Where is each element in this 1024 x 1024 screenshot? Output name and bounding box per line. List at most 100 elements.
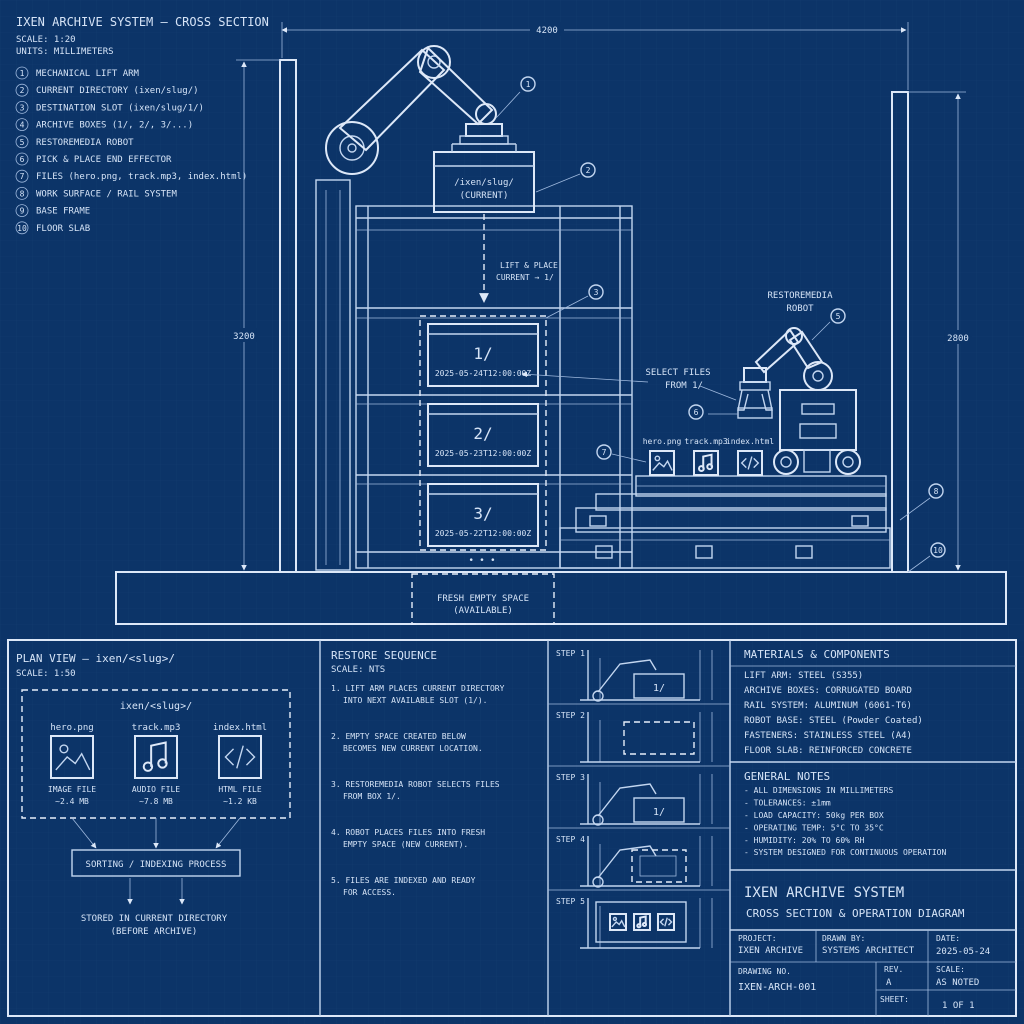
legend-number-circle	[15, 186, 29, 200]
sequence-step-line: EMPTY SPACE (NEW CURRENT).	[343, 840, 468, 849]
materials-components: MATERIALS & COMPONENTS LIFT ARM: STEEL (…	[744, 648, 923, 756]
drawing-no-label: DRAWING NO.	[738, 967, 791, 976]
callout-number: 1	[526, 80, 531, 89]
legend-number-circle	[15, 204, 29, 218]
legend-text: DESTINATION SLOT (ixen/slug/1/)	[36, 103, 204, 113]
step-thumbnail: STEP 11/	[556, 649, 713, 702]
plan-file-name: track.mp3	[132, 723, 181, 733]
section-file-name: track.mp3	[684, 437, 728, 446]
legend-text: FLOOR SLAB	[36, 224, 90, 234]
sequence-steps: 1. LIFT ARM PLACES CURRENT DIRECTORY INTO…	[331, 684, 505, 897]
material-item: RAIL SYSTEM: ALUMINUM (6061-T6)	[744, 701, 912, 711]
plan-file-size: ~7.8 MB	[139, 797, 173, 806]
more-boxes-ellipsis: • • •	[468, 556, 495, 566]
notes-title: GENERAL NOTES	[744, 770, 830, 783]
legend-text: WORK SURFACE / RAIL SYSTEM	[36, 189, 177, 199]
section-file-name: index.html	[726, 437, 774, 446]
sequence-step: 5. FILES ARE INDEXED AND READY FOR ACCESS…	[331, 876, 476, 897]
select-files-line1: SELECT FILES	[645, 368, 710, 378]
materials-list: LIFT ARM: STEEL (S355)ARCHIVE BOXES: COR…	[744, 671, 923, 756]
callout-3: 3	[588, 284, 604, 300]
rev-value: A	[886, 978, 892, 988]
drawn-value: SYSTEMS ARCHITECT	[822, 946, 915, 956]
legend-number-circle	[15, 135, 29, 149]
date-value: 2025-05-24	[936, 947, 990, 957]
callout-number: 8	[934, 487, 939, 496]
archive-box: 1/2025-05-24T12:00:00Z	[427, 323, 539, 387]
note-item: - SYSTEM DESIGNED FOR CONTINUOUS OPERATI…	[744, 848, 946, 857]
sequence-step-line: 5. FILES ARE INDEXED AND READY	[331, 876, 476, 885]
stored-label-line2: (BEFORE ARCHIVE)	[111, 927, 198, 937]
lift-note-line2: CURRENT → 1/	[496, 273, 554, 282]
robot-label-line2: ROBOT	[786, 304, 814, 314]
sequence-step-line: 3. RESTOREMEDIA ROBOT SELECTS FILES	[331, 780, 500, 789]
callout-number: 6	[694, 408, 699, 417]
left-wall	[279, 59, 297, 573]
plan-file-size: ~1.2 KB	[223, 797, 257, 806]
sequence-step-line: BECOMES NEW CURRENT LOCATION.	[343, 744, 483, 753]
current-box-sublabel: (CURRENT)	[460, 191, 509, 201]
sequence-step-line: 1. LIFT ARM PLACES CURRENT DIRECTORY	[331, 684, 505, 693]
fresh-empty-space	[411, 573, 555, 625]
legend-text: FILES (hero.png, track.mp3, index.html)	[36, 172, 247, 182]
archive-boxes: 1/2025-05-24T12:00:00Z 2/2025-05-23T12:00…	[427, 323, 539, 547]
stored-label-line1: STORED IN CURRENT DIRECTORY	[81, 914, 228, 924]
robot-label-line1: RESTOREMEDIA	[767, 291, 833, 301]
section-file: track.mp3	[684, 437, 728, 476]
callout-number: 10	[933, 546, 943, 555]
archive-box-label: 2/	[473, 424, 492, 443]
sequence-step-line: INTO NEXT AVAILABLE SLOT (1/).	[343, 696, 488, 705]
archive-box-label: 1/	[473, 344, 492, 363]
plan-view-title: PLAN VIEW — ixen/<slug>/	[16, 652, 175, 665]
legend-number: 4	[20, 121, 25, 130]
legend-number: 1	[20, 69, 25, 78]
drawn-label: DRAWN BY:	[822, 934, 865, 943]
music-note-icon	[633, 913, 651, 931]
plan-file-type: HTML FILE	[218, 785, 262, 794]
legend-number-circle	[15, 83, 29, 97]
plan-file-size: ~2.4 MB	[55, 797, 89, 806]
legend-number-circle	[15, 66, 29, 80]
plan-file-name: index.html	[213, 723, 267, 733]
lift-note-line1: LIFT & PLACE	[500, 261, 558, 270]
step-thumbnail: STEP 2	[548, 703, 730, 763]
plan-view-scale: SCALE: 1:50	[16, 669, 76, 679]
code-icon	[218, 735, 262, 779]
callout-number: 5	[836, 312, 841, 321]
restore-sequence-scale: SCALE: NTS	[331, 665, 385, 675]
width-dimension: 4200	[536, 26, 558, 36]
sorting-process-box	[71, 849, 241, 877]
callout-number: 3	[594, 288, 599, 297]
legend-number: 10	[17, 224, 27, 233]
material-item: LIFT ARM: STEEL (S355)	[744, 671, 863, 681]
plan-folder-label: ixen/<slug>/	[120, 701, 192, 712]
legend-text: BASE FRAME	[36, 207, 90, 217]
archive-box-date: 2025-05-23T12:00:00Z	[435, 449, 532, 458]
sequence-step-line: FROM BOX 1/.	[343, 792, 401, 801]
archive-box: 3/2025-05-22T12:00:00Z	[427, 483, 539, 547]
project-value: IXEN ARCHIVE	[738, 946, 803, 956]
archive-box: 2/2025-05-23T12:00:00Z	[427, 403, 539, 467]
legend-number-circle	[15, 118, 29, 131]
sequence-step-line: FOR ACCESS.	[343, 888, 396, 897]
sheet-value: 1 OF 1	[942, 1001, 975, 1011]
drawing-no-value: IXEN-ARCH-001	[738, 982, 816, 993]
restoremedia-robot	[737, 327, 861, 475]
step-label: STEP 2	[556, 711, 585, 720]
note-item: - TOLERANCES: ±1mm	[744, 799, 831, 808]
